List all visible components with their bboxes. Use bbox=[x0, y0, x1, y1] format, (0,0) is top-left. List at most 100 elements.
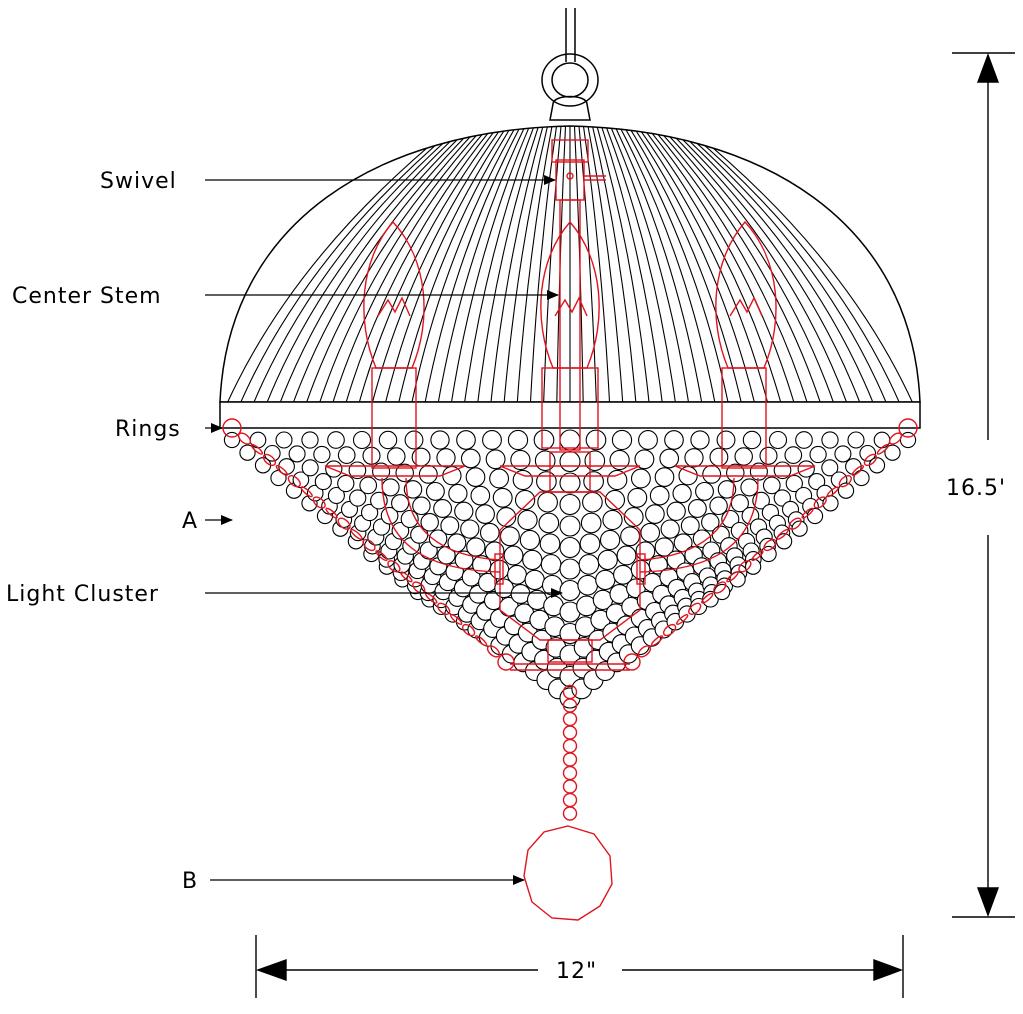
dome-rib bbox=[318, 126, 491, 402]
light-cluster-hub bbox=[499, 491, 641, 641]
bead bbox=[630, 468, 651, 489]
chain-ring bbox=[623, 653, 641, 671]
bead bbox=[541, 574, 563, 596]
bead bbox=[456, 430, 476, 450]
bead bbox=[433, 499, 453, 518]
chain-ring bbox=[222, 418, 242, 438]
bead bbox=[425, 481, 445, 501]
dome-rib bbox=[226, 126, 462, 402]
dome-rib bbox=[265, 126, 474, 402]
drop-bead bbox=[562, 711, 578, 727]
dome-rib bbox=[624, 126, 743, 402]
dome-rib bbox=[628, 126, 756, 402]
bead bbox=[420, 513, 439, 532]
bead bbox=[440, 516, 460, 536]
pendant-drop bbox=[523, 684, 613, 921]
bead bbox=[559, 579, 581, 602]
bead bbox=[536, 471, 557, 492]
bead bbox=[428, 529, 448, 548]
bead bbox=[404, 430, 424, 450]
center-stem bbox=[559, 199, 581, 451]
chain-link bbox=[637, 645, 652, 658]
chain-link bbox=[312, 496, 326, 509]
chain-link bbox=[337, 517, 351, 530]
bead bbox=[784, 446, 803, 464]
bead bbox=[611, 429, 633, 451]
chain-link bbox=[863, 453, 878, 467]
chain-link bbox=[437, 602, 451, 615]
dome-rib bbox=[424, 126, 525, 402]
bead bbox=[759, 446, 778, 465]
drop-bead bbox=[562, 738, 578, 754]
dome-rib bbox=[670, 126, 888, 402]
dome-rib bbox=[603, 126, 677, 402]
bead bbox=[742, 430, 762, 450]
bead bbox=[580, 512, 602, 534]
dome-rib bbox=[477, 126, 542, 402]
bead bbox=[690, 430, 710, 450]
chain-link bbox=[726, 571, 739, 583]
drop-bead bbox=[562, 765, 578, 781]
bead bbox=[616, 545, 637, 566]
bead bbox=[454, 501, 474, 521]
dome-rib bbox=[503, 126, 550, 402]
chain-link bbox=[325, 507, 338, 519]
bead bbox=[768, 430, 788, 450]
support-chains bbox=[222, 418, 918, 671]
drop-bead bbox=[562, 725, 578, 740]
bead bbox=[437, 545, 456, 565]
drop-bead bbox=[562, 806, 578, 821]
bead bbox=[537, 491, 558, 513]
bead bbox=[660, 519, 680, 539]
bead bbox=[517, 509, 538, 531]
bead bbox=[717, 480, 737, 499]
bead bbox=[436, 448, 456, 468]
bead bbox=[666, 501, 686, 521]
bead bbox=[859, 444, 877, 462]
bead bbox=[378, 430, 398, 450]
swivel-label: Swivel bbox=[100, 169, 177, 194]
drop-bead bbox=[562, 779, 578, 794]
dome-rib bbox=[305, 126, 487, 402]
bead bbox=[645, 504, 665, 524]
width-dimension bbox=[255, 935, 904, 998]
bead bbox=[466, 537, 486, 557]
hanging-loop bbox=[541, 8, 599, 121]
bead bbox=[607, 469, 628, 491]
bead bbox=[391, 521, 410, 540]
bead bbox=[701, 513, 720, 532]
dome-rib bbox=[345, 126, 500, 402]
ring-band bbox=[219, 401, 921, 429]
chain-link bbox=[876, 443, 890, 455]
dome-rib bbox=[397, 126, 516, 402]
dome-rib bbox=[384, 126, 512, 402]
bead bbox=[337, 446, 356, 464]
bead bbox=[540, 554, 562, 575]
light-cluster-label: Light Cluster bbox=[6, 582, 159, 607]
chain-ring bbox=[898, 418, 918, 438]
width-dimension-label: 12" bbox=[556, 959, 597, 984]
bead bbox=[579, 533, 601, 555]
chain-link bbox=[713, 581, 727, 594]
dome-rib bbox=[640, 126, 795, 402]
beaded-bowl bbox=[223, 429, 917, 709]
chain-link bbox=[275, 465, 288, 476]
bead bbox=[533, 429, 555, 451]
dome-rib bbox=[607, 126, 690, 402]
dome-rib bbox=[615, 126, 716, 402]
bead bbox=[577, 574, 599, 596]
bead bbox=[809, 445, 827, 464]
bead bbox=[734, 447, 753, 466]
bead bbox=[702, 464, 722, 484]
bead bbox=[349, 489, 367, 507]
chain-link bbox=[738, 560, 752, 573]
bead bbox=[472, 555, 492, 575]
bead bbox=[654, 537, 674, 557]
light-cluster-assembly bbox=[324, 139, 816, 671]
bead bbox=[510, 449, 531, 471]
bead bbox=[620, 526, 641, 547]
bead bbox=[263, 444, 281, 462]
bead bbox=[470, 485, 491, 506]
chain-link bbox=[300, 486, 313, 498]
bead bbox=[638, 430, 658, 450]
